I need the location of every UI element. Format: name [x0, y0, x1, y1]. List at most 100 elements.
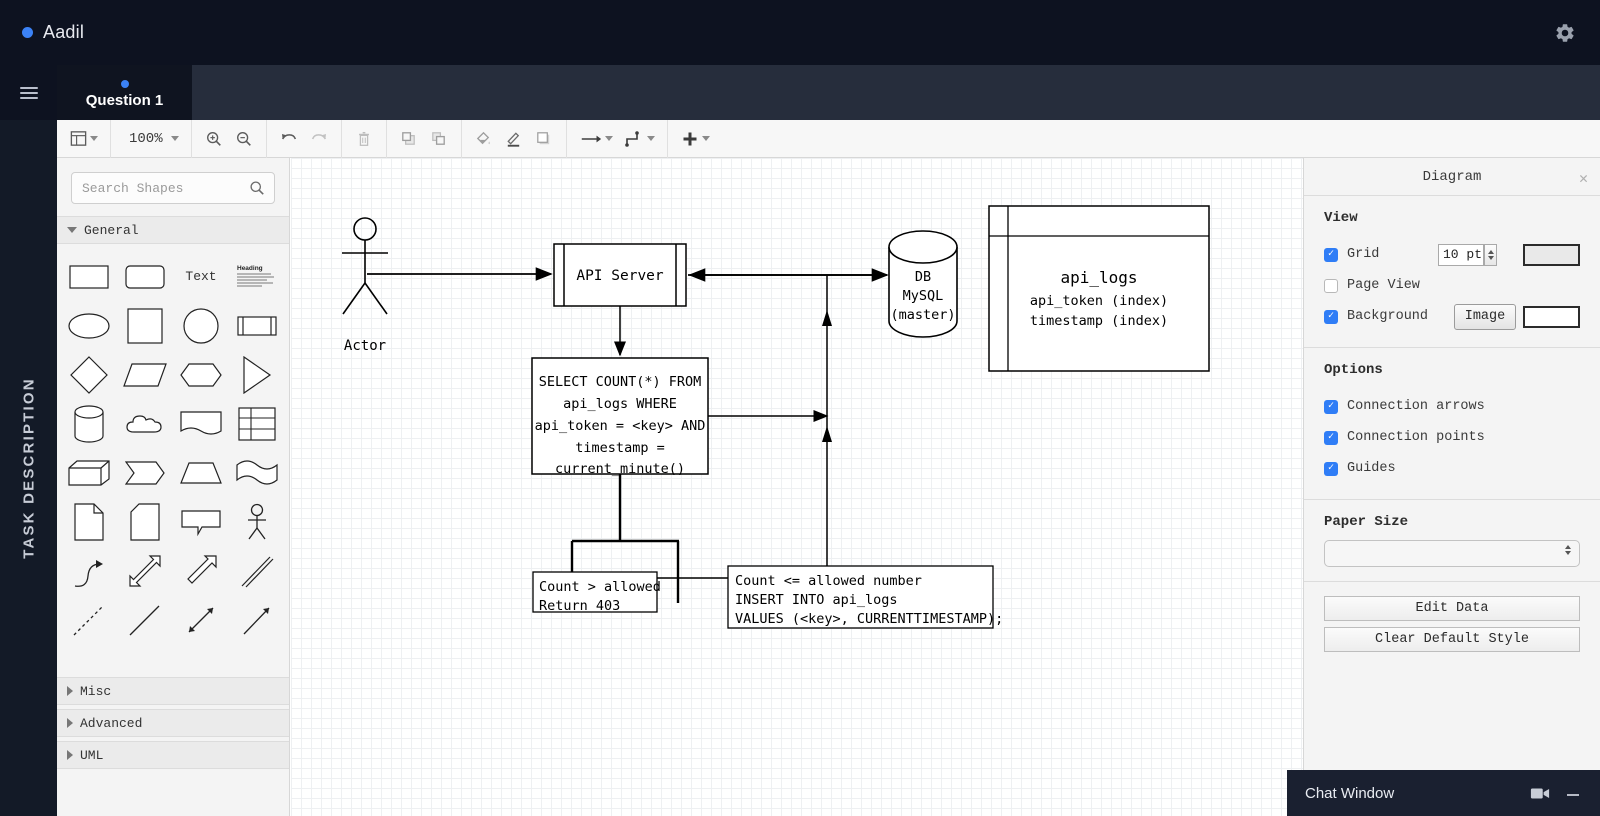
task-description-rail[interactable]: TASK DESCRIPTION	[0, 120, 57, 816]
close-icon[interactable]: ✕	[1578, 171, 1588, 188]
background-image-button[interactable]: Image	[1454, 303, 1516, 330]
shape-tape[interactable]	[229, 448, 285, 497]
shape-actor[interactable]	[229, 497, 285, 546]
shape-line-arrow[interactable]	[229, 595, 285, 644]
grid-checkbox[interactable]: ✓	[1324, 247, 1338, 262]
shape-double-line[interactable]	[229, 546, 285, 595]
shape-rounded-rectangle[interactable]	[117, 252, 173, 301]
shape-circle[interactable]	[173, 301, 229, 350]
shape-cube[interactable]	[61, 448, 117, 497]
shape-document[interactable]	[173, 399, 229, 448]
shape-process[interactable]	[229, 301, 285, 350]
shape-table[interactable]	[229, 399, 285, 448]
diagram-canvas[interactable]: Actor API Server	[291, 158, 1303, 816]
svg-text:Heading: Heading	[237, 265, 263, 272]
connection-arrows-checkbox[interactable]: ✓	[1324, 399, 1338, 414]
delete-button[interactable]	[349, 124, 379, 154]
settings-button[interactable]	[1552, 20, 1578, 46]
shape-heading-textblock[interactable]: Heading	[229, 252, 285, 301]
node-api-logs-row-2: timestamp (index)	[1030, 313, 1168, 329]
connection-points-checkbox[interactable]: ✓	[1324, 430, 1338, 445]
format-section-options: Options ✓ Connection arrows ✓ Connection…	[1304, 348, 1600, 500]
connection-style-button[interactable]	[618, 124, 660, 154]
edit-data-button[interactable]: Edit Data	[1324, 596, 1580, 621]
shape-search-wrap	[57, 158, 289, 216]
shape-plain-line[interactable]	[117, 595, 173, 644]
toolbar-group-history	[267, 119, 342, 158]
tab-question-1[interactable]: Question 1	[57, 65, 192, 120]
shape-text[interactable]: Text	[173, 252, 229, 301]
guides-checkbox[interactable]: ✓	[1324, 461, 1338, 476]
shadow-button[interactable]	[529, 124, 559, 154]
shape-callout[interactable]	[173, 497, 229, 546]
grid-size-input[interactable]: 10 pt	[1438, 243, 1484, 266]
shape-bidirectional-line-arrow[interactable]	[173, 595, 229, 644]
grid-color-swatch[interactable]	[1523, 243, 1580, 266]
view-layout-button[interactable]	[64, 124, 103, 154]
format-panel-title-bar: Diagram ✕	[1304, 158, 1600, 196]
shape-bidirectional-block-arrow[interactable]	[117, 546, 173, 595]
search-box[interactable]	[71, 172, 275, 204]
bring-to-front-icon	[402, 132, 415, 145]
node-allow-line-3: VALUES (<key>, CURRENTTIMESTAMP);	[735, 611, 1003, 627]
shape-section-general[interactable]: General	[57, 216, 289, 244]
undo-icon	[281, 133, 296, 139]
layout-panel-icon	[70, 131, 87, 146]
menu-button[interactable]	[0, 65, 57, 120]
chat-window[interactable]: Chat Window	[1287, 770, 1600, 816]
view-heading: View	[1324, 210, 1358, 226]
background-color-swatch[interactable]	[1523, 305, 1580, 328]
page-view-checkbox[interactable]	[1324, 278, 1338, 293]
shape-diamond[interactable]	[61, 350, 117, 399]
shape-parallelogram[interactable]	[117, 350, 173, 399]
shape-card[interactable]	[117, 497, 173, 546]
page-view-label: Page View	[1347, 278, 1420, 293]
node-query-box	[531, 357, 709, 475]
shape-section-uml[interactable]: UML	[57, 741, 289, 769]
shape-cloud[interactable]	[117, 399, 173, 448]
line-color-button[interactable]	[499, 124, 529, 154]
brand-dot-icon	[22, 27, 33, 38]
zoom-in-button[interactable]	[199, 124, 229, 154]
shape-hexagon[interactable]	[173, 350, 229, 399]
send-to-back-button[interactable]	[424, 124, 454, 154]
guides-label: Guides	[1347, 461, 1396, 476]
video-camera-button[interactable]	[1530, 786, 1550, 801]
editor-toolbar: 100%	[57, 119, 1600, 158]
shape-section-label: Misc	[80, 683, 112, 699]
minimize-icon	[1567, 794, 1579, 796]
shape-section-misc[interactable]: Misc	[57, 677, 289, 705]
node-query-line-5: current_minute()	[555, 461, 685, 477]
shape-curve-arrow[interactable]	[61, 546, 117, 595]
shape-section-advanced[interactable]: Advanced	[57, 709, 289, 737]
fill-color-button[interactable]	[469, 124, 499, 154]
chevron-right-icon	[67, 718, 73, 728]
insert-button[interactable]	[675, 124, 715, 154]
shape-dashed-line[interactable]	[61, 595, 117, 644]
options-heading: Options	[1324, 362, 1383, 378]
search-input[interactable]	[72, 180, 274, 196]
redo-button[interactable]	[304, 124, 334, 154]
shape-square[interactable]	[117, 301, 173, 350]
background-checkbox[interactable]: ✓	[1324, 309, 1338, 324]
shape-rectangle[interactable]	[61, 252, 117, 301]
grid-size-stepper[interactable]	[1484, 243, 1497, 266]
arrow-style-button[interactable]	[574, 124, 618, 154]
shape-ellipse[interactable]	[61, 301, 117, 350]
node-db-cylinder	[888, 230, 958, 338]
video-camera-icon	[1530, 788, 1550, 798]
paper-size-select[interactable]	[1324, 540, 1580, 567]
bring-to-front-button[interactable]	[394, 124, 424, 154]
shape-triangle[interactable]	[229, 350, 285, 399]
minimize-button[interactable]	[1564, 787, 1582, 799]
clear-default-style-button[interactable]: Clear Default Style	[1324, 627, 1580, 652]
zoom-level-button[interactable]: 100%	[118, 124, 184, 154]
shape-note[interactable]	[61, 497, 117, 546]
shape-step[interactable]	[117, 448, 173, 497]
shape-cylinder[interactable]	[61, 399, 117, 448]
undo-button[interactable]	[274, 124, 304, 154]
chevron-up-icon	[1487, 249, 1494, 254]
shape-trapezoid[interactable]	[173, 448, 229, 497]
shape-block-arrow[interactable]	[173, 546, 229, 595]
zoom-out-button[interactable]	[229, 124, 259, 154]
